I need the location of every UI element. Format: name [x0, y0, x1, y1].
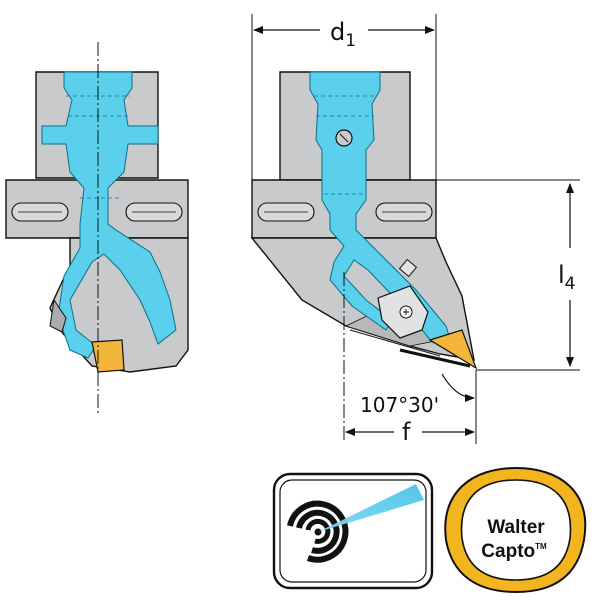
walter-capto-logo: Walter CaptoTM: [444, 466, 587, 594]
dimension-angle-arc: [441, 373, 475, 402]
dimension-angle-label: 107°30': [360, 393, 439, 417]
side-view-insert: [91, 339, 125, 373]
side-view-coolant-channel: [41, 71, 177, 359]
dimension-f-label: f: [402, 418, 411, 446]
coolant-target-icon: [272, 472, 434, 590]
side-view: [5, 42, 189, 414]
logo-text-line1: Walter: [487, 517, 545, 538]
dimension-d1-label: d1: [330, 18, 356, 51]
front-view: [250, 71, 478, 440]
dimension-lines: [251, 14, 580, 444]
coolant-beam: [318, 484, 424, 532]
logo-text-line2: CaptoTM: [481, 541, 547, 562]
dimension-l4-label: l4: [558, 261, 576, 294]
front-view-insert: [428, 329, 478, 370]
